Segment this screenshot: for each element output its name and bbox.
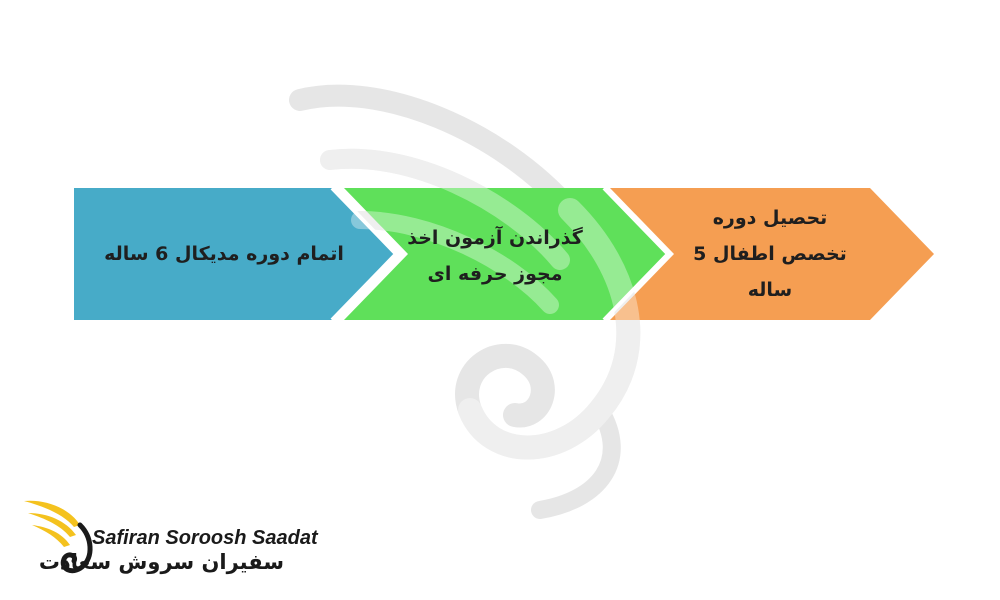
chevron-separator [602, 186, 671, 322]
watermark-overlay [320, 148, 641, 460]
logo-name-en: Safiran Soroosh Saadat [92, 527, 318, 549]
logo-name-fa: سفیران سروش سعادت [38, 550, 284, 574]
step-1-label: تحصیل دوره تخصص اطفال 5 ساله [693, 207, 847, 301]
swan-wing-icon [24, 500, 93, 574]
step-3-chevron [74, 188, 396, 320]
step-1-chevron [610, 188, 934, 320]
company-logo: Safiran Soroosh Saadat سفیران سروش سعادت [22, 495, 318, 585]
step-2-chevron [344, 188, 668, 320]
step-2-label: گذراندن آزمون اخذ مجوز حرفه ای [407, 227, 583, 285]
chevron-separator [330, 186, 399, 322]
step-3-label: اتمام دوره مدیکال 6 ساله [104, 243, 344, 265]
